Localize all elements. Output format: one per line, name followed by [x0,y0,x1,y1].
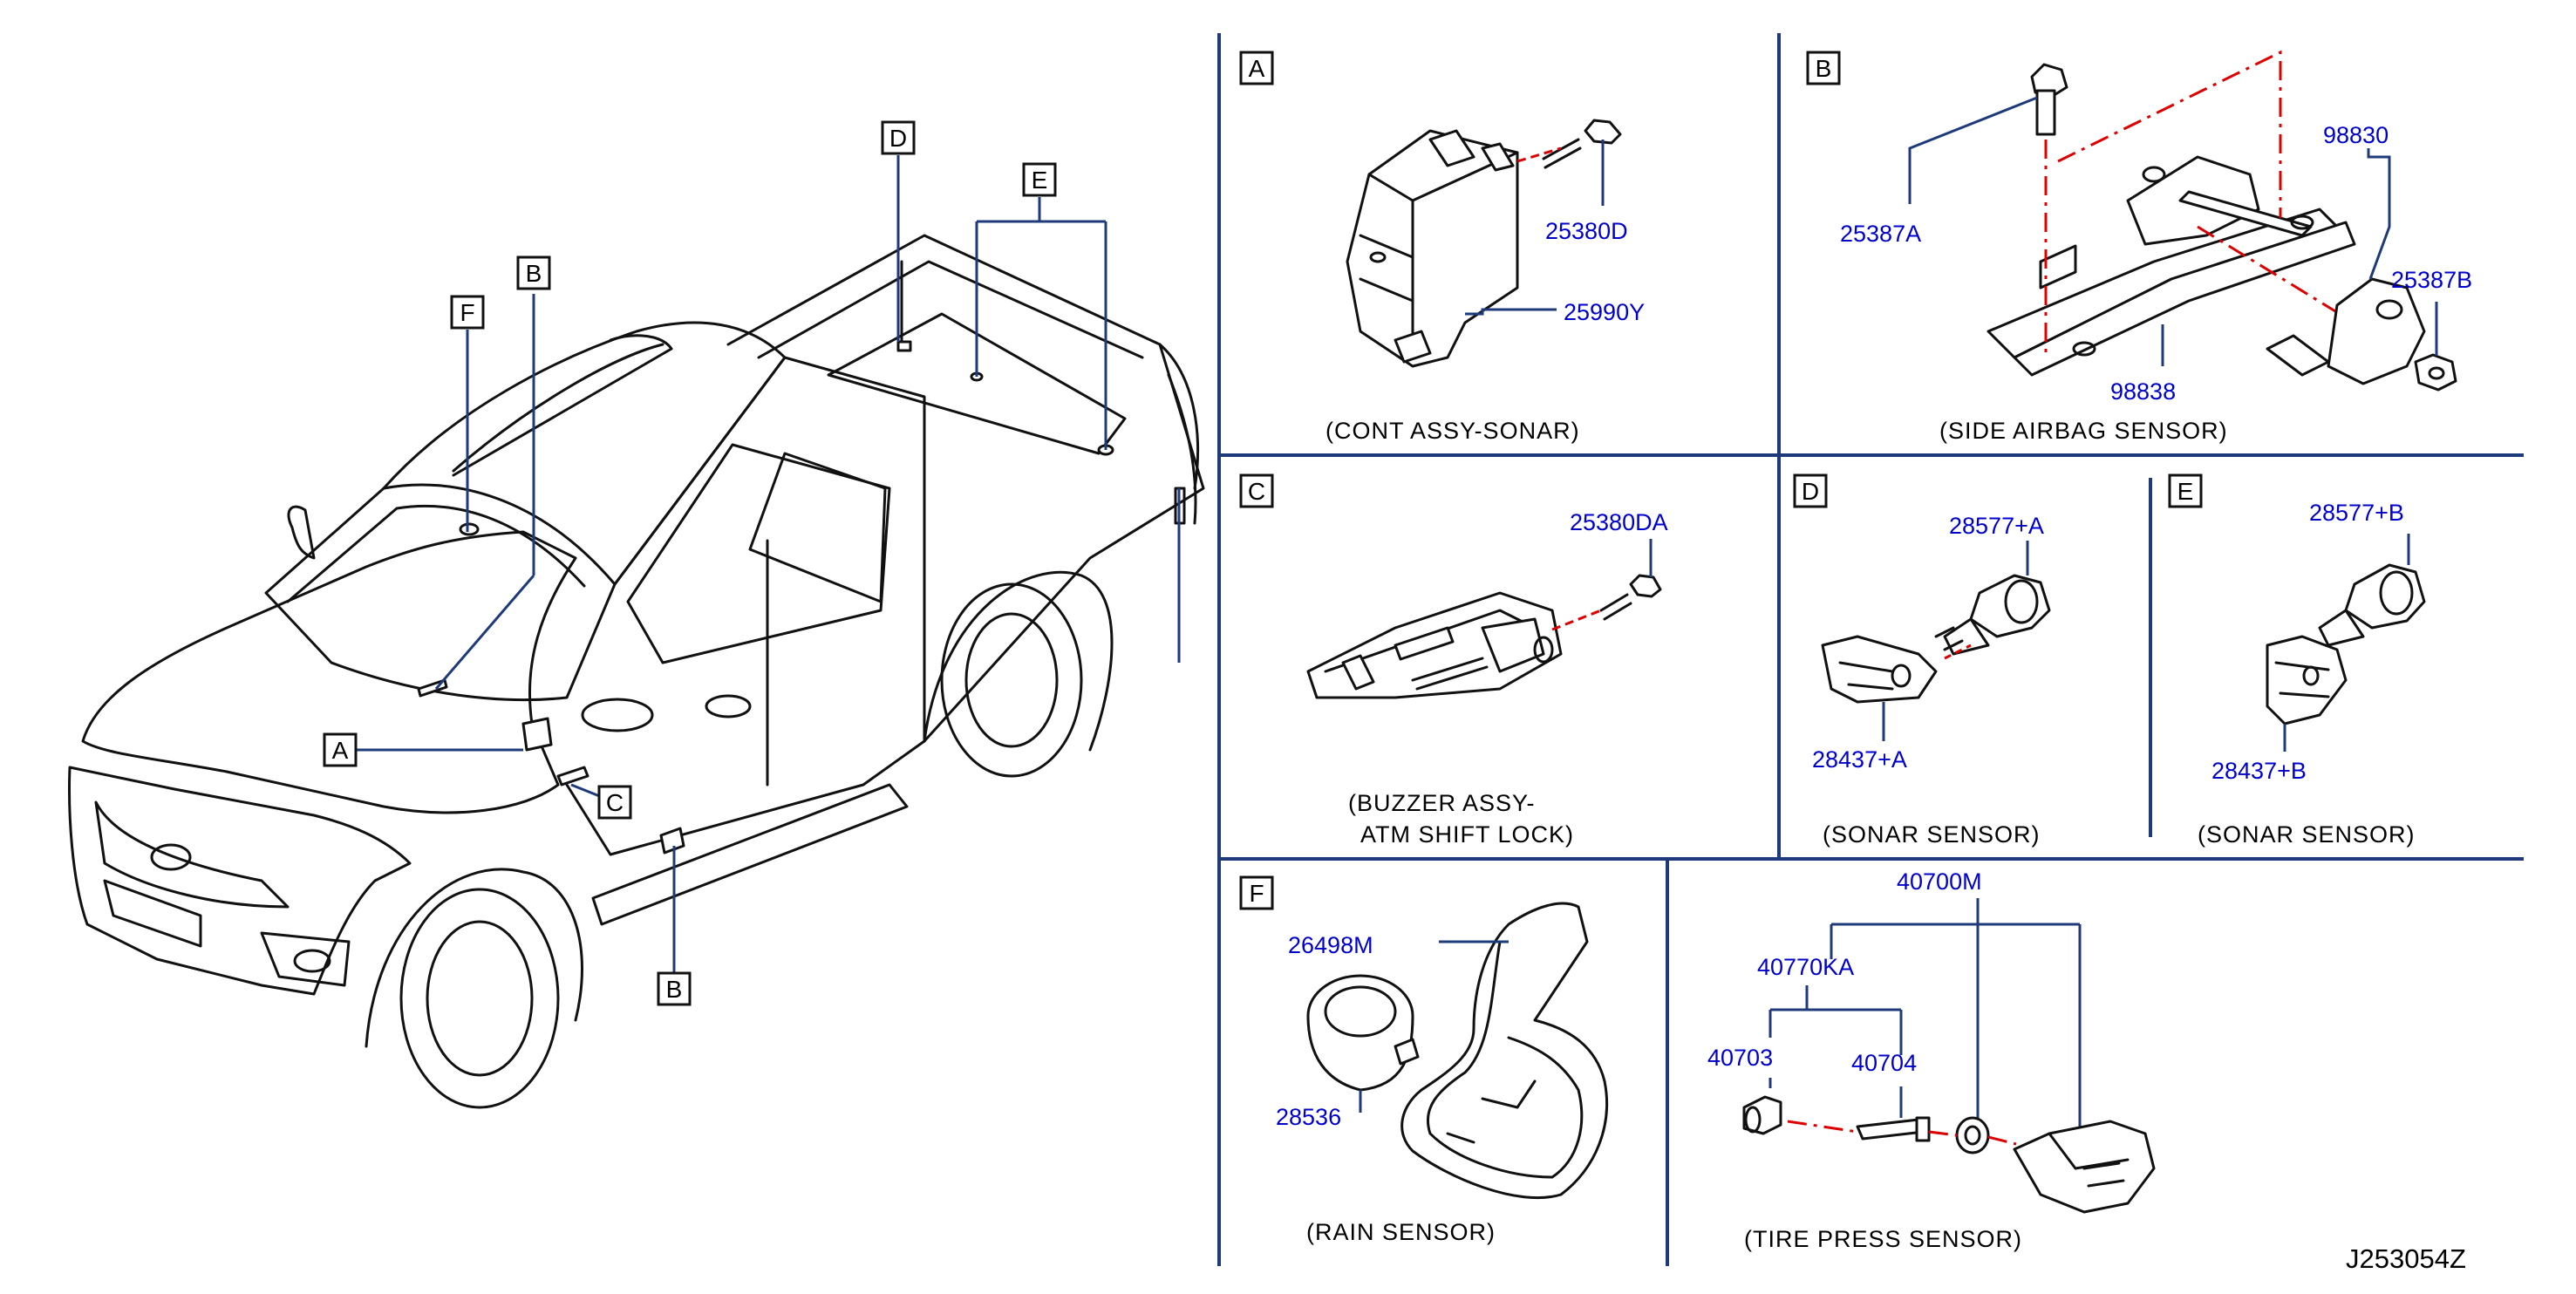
svg-text:C: C [1248,478,1265,505]
svg-text:28437+B: 28437+B [2211,758,2307,784]
svg-text:F: F [1249,880,1264,907]
svg-text:28577+B: 28577+B [2309,500,2404,526]
panel-e: E 28577+B 28437+B (SONAR SENSOR) [2168,473,2426,848]
svg-text:40703: 40703 [1707,1045,1773,1071]
svg-text:(CONT ASSY-SONAR): (CONT ASSY-SONAR) [1325,418,1580,444]
svg-text:25380D: 25380D [1545,218,1628,244]
svg-text:(TIRE PRESS SENSOR): (TIRE PRESS SENSOR) [1744,1226,2022,1252]
panel-tire: 40700M 40770KA 40703 40704 (TIRE PRESS S… [1707,868,2156,1252]
callout-a[interactable]: A [323,732,358,767]
svg-text:B: B [666,976,683,1003]
svg-text:25387A: 25387A [1840,221,1921,247]
truck-illustration [68,234,1205,1109]
svg-text:A: A [332,737,349,764]
callout-e[interactable]: E [1022,162,1057,197]
svg-text:D: D [1802,478,1819,505]
svg-text:28437+A: 28437+A [1812,746,1907,773]
svg-text:40700M: 40700M [1897,868,1982,895]
svg-text:C: C [606,789,624,816]
svg-text:28577+A: 28577+A [1949,513,2044,539]
svg-text:(RAIN SENSOR): (RAIN SENSOR) [1306,1219,1496,1245]
svg-text:26498M: 26498M [1288,932,1373,958]
svg-text:25380DA: 25380DA [1570,509,1668,535]
svg-text:28536: 28536 [1276,1104,1341,1130]
svg-text:40770KA: 40770KA [1757,954,1854,980]
overview-leaders [356,155,1181,973]
svg-text:F: F [460,299,474,326]
callout-b-roof[interactable]: B [516,255,551,290]
svg-text:98838: 98838 [2110,378,2176,405]
panel-c: C 25380DA (BUZZER ASSY- ATM SHIFT LOCK) [1239,473,1668,848]
svg-text:B: B [526,260,542,287]
svg-text:(SONAR SENSOR): (SONAR SENSOR) [2198,821,2416,848]
panel-a: A 25380D 25990Y (CONT ASSY-SONAR) [1239,51,1645,444]
callout-c[interactable]: C [597,785,632,820]
callout-b-sill[interactable]: B [657,971,692,1006]
diagram-reference: J253054Z [2346,1243,2466,1274]
svg-text:E: E [1032,167,1048,194]
svg-text:A: A [1249,55,1265,82]
svg-text:(SIDE AIRBAG SENSOR): (SIDE AIRBAG SENSOR) [1939,418,2228,444]
svg-text:25387B: 25387B [2391,267,2472,293]
svg-text:98830: 98830 [2323,122,2389,148]
panel-d: D 28577+A 28437+A (SONAR SENSOR) [1793,473,2051,848]
svg-text:ATM SHIFT LOCK): ATM SHIFT LOCK) [1360,821,1574,848]
svg-text:E: E [2177,478,2194,505]
svg-text:D: D [889,125,907,152]
svg-text:25990Y: 25990Y [1564,299,1645,325]
callout-f[interactable]: F [450,295,485,330]
callout-d[interactable]: D [881,120,916,155]
svg-text:(SONAR SENSOR): (SONAR SENSOR) [1823,821,2041,848]
panel-dividers [1217,33,2524,1266]
svg-text:B: B [1816,55,1832,82]
svg-text:(BUZZER ASSY-: (BUZZER ASSY- [1348,790,1536,816]
panel-b: B 25387A 98830 25387B 98838 (SIDE AIRB [1806,50,2472,444]
panel-f: F 26498M 28536 (RAIN SENSOR) [1239,875,1609,1245]
svg-text:40704: 40704 [1851,1050,1917,1076]
